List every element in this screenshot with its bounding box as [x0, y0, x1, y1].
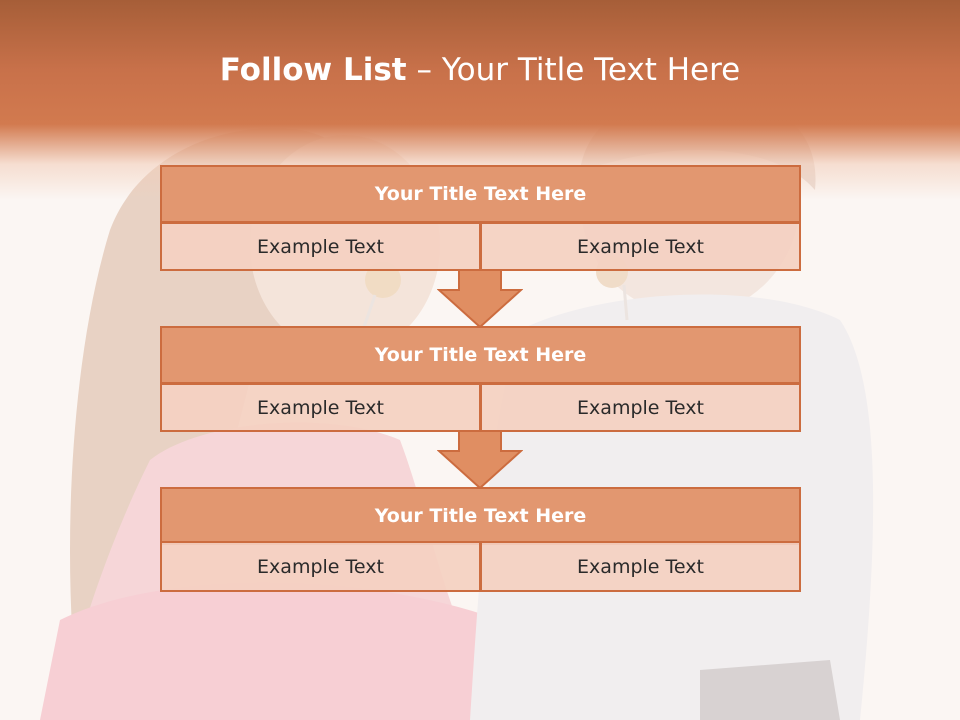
step-block: Your Title Text Here Example Text Exampl… — [160, 165, 801, 271]
slide-title: Follow List – Your Title Text Here — [0, 52, 960, 88]
down-arrow-icon — [437, 270, 523, 328]
slide-title-rest: – Your Title Text Here — [406, 52, 741, 88]
step-text-right: Example Text — [480, 383, 801, 432]
step-text-left: Example Text — [160, 383, 481, 432]
step-text-left: Example Text — [160, 541, 481, 592]
girl-tutu-shape — [40, 582, 500, 720]
girl-lollipop-shape — [365, 262, 401, 298]
step-title: Your Title Text Here — [160, 165, 801, 223]
step-title: Your Title Text Here — [160, 326, 801, 384]
step-block: Your Title Text Here Example Text Exampl… — [160, 487, 801, 593]
step-block: Your Title Text Here Example Text Exampl… — [160, 326, 801, 432]
step-text-left: Example Text — [160, 222, 481, 271]
step-text-right: Example Text — [480, 222, 801, 271]
step-text-right: Example Text — [480, 541, 801, 592]
boy-pants-shape — [700, 660, 840, 720]
step-title: Your Title Text Here — [160, 487, 801, 545]
slide-title-bold: Follow List — [219, 52, 407, 88]
down-arrow-icon — [437, 431, 523, 489]
